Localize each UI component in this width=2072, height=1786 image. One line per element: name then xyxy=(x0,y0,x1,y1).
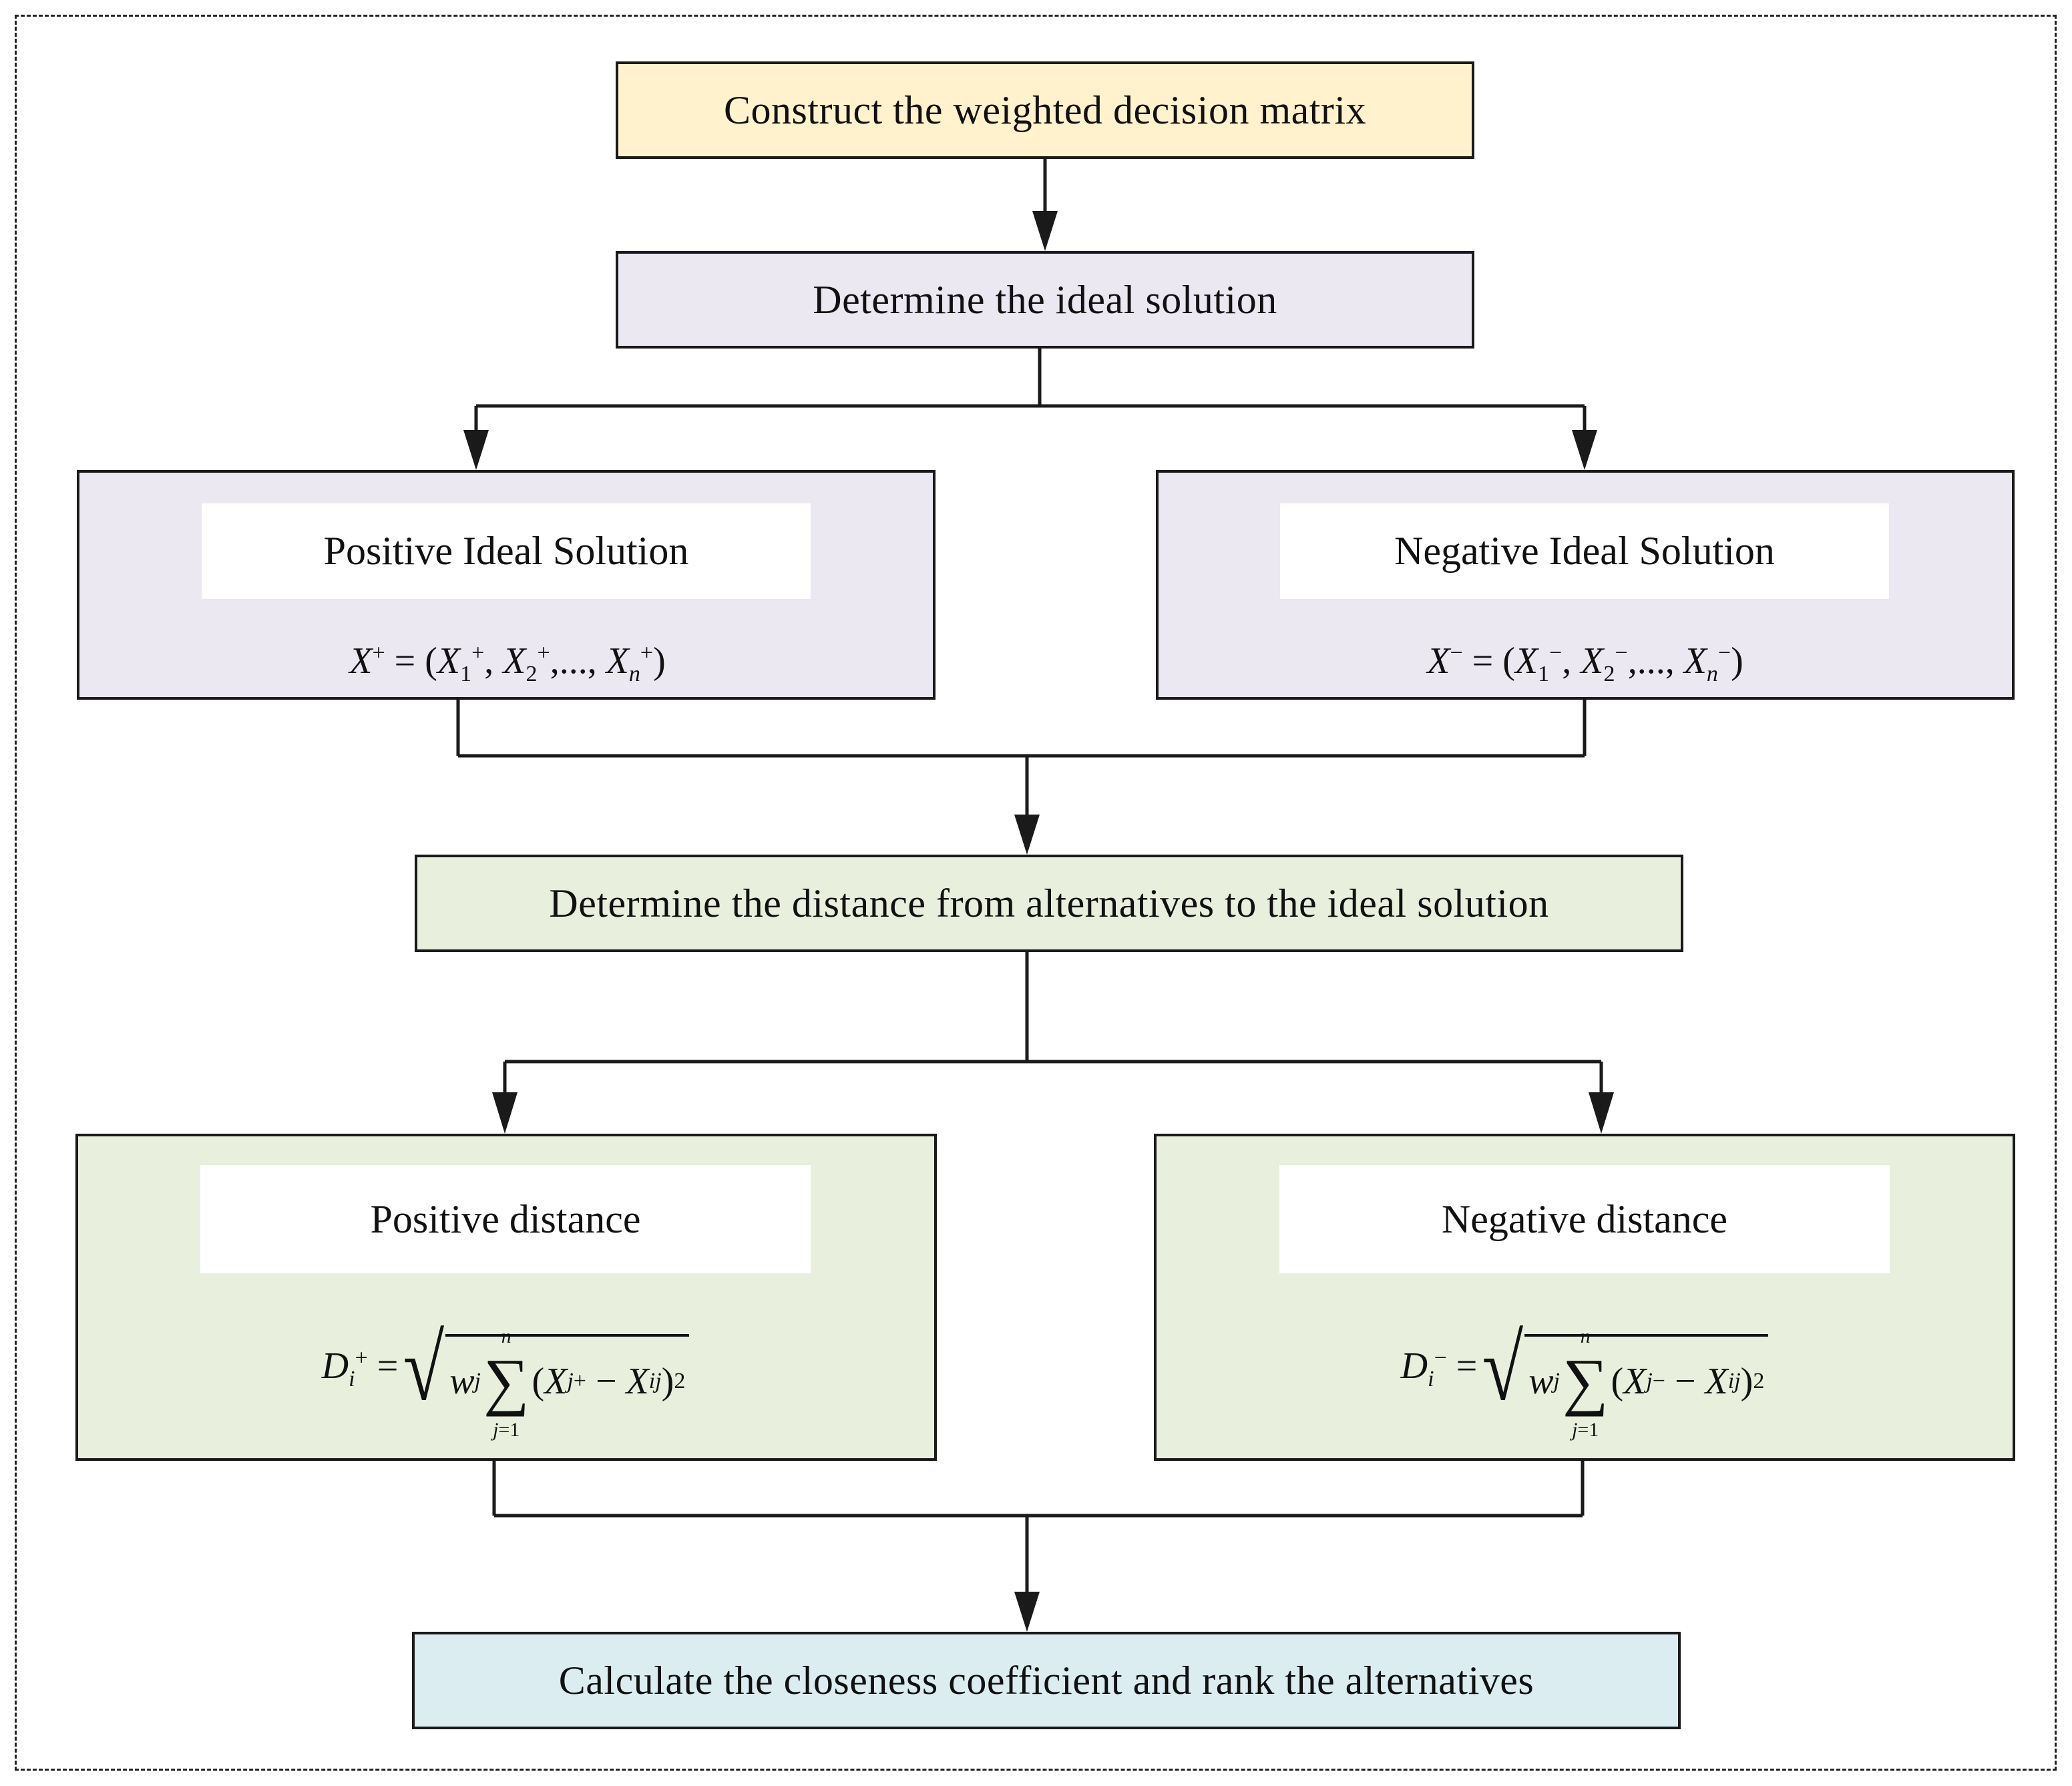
arrowhead-ideal xyxy=(1032,211,1058,251)
arrowhead-negative-ideal xyxy=(1572,430,1597,470)
positive-distance-label: Positive distance xyxy=(370,1196,641,1241)
negative-ideal-label: Negative Ideal Solution xyxy=(1394,529,1775,573)
negative-distance-label-panel: Negative distance xyxy=(1279,1165,1890,1273)
distance-box: Determine the distance from alternatives… xyxy=(415,855,1683,952)
construct-matrix-label: Construct the weighted decision matrix xyxy=(723,87,1367,132)
arrowhead-positive-distance xyxy=(492,1092,517,1134)
negative-ideal-formula: X− = (X1−, X2−,..., Xn−) xyxy=(1427,640,1743,687)
distance-label: Determine the distance from alternatives… xyxy=(549,881,1549,925)
positive-ideal-label-panel: Positive Ideal Solution xyxy=(202,503,811,599)
ideal-solution-box: Determine the ideal solution xyxy=(616,251,1474,349)
negative-distance-label: Negative distance xyxy=(1441,1196,1728,1241)
negative-ideal-label-panel: Negative Ideal Solution xyxy=(1280,503,1889,599)
closeness-label: Calculate the closeness coefficient and … xyxy=(558,1658,1534,1703)
positive-ideal-formula: X+ = (X1+, X2+,..., Xn+) xyxy=(349,640,666,687)
arrowhead-positive-ideal xyxy=(463,430,489,470)
arrowhead-distance xyxy=(1014,815,1040,855)
closeness-box: Calculate the closeness coefficient and … xyxy=(412,1632,1681,1729)
positive-ideal-label: Positive Ideal Solution xyxy=(323,529,689,573)
arrowhead-closeness xyxy=(1014,1592,1040,1632)
arrowhead-negative-distance xyxy=(1589,1092,1614,1134)
dashed-frame xyxy=(15,15,2057,1771)
ideal-solution-label: Determine the ideal solution xyxy=(813,277,1277,322)
construct-matrix-box: Construct the weighted decision matrix xyxy=(616,61,1474,159)
positive-distance-label-panel: Positive distance xyxy=(200,1165,811,1273)
